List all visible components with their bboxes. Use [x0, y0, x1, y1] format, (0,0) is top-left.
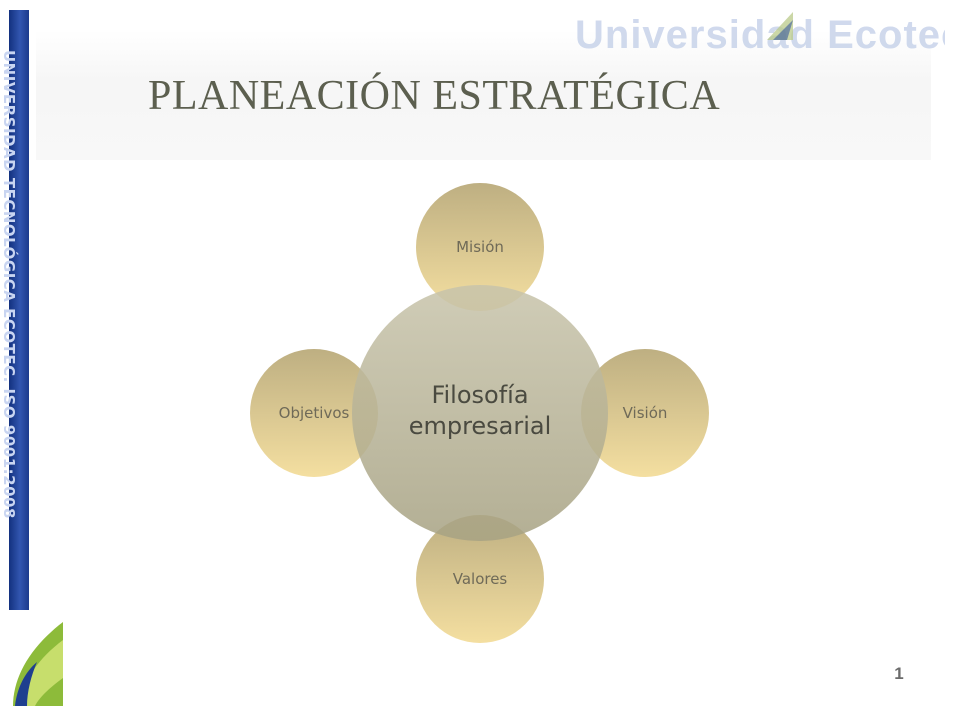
slide-title: PLANEACIÓN ESTRATÉGICA [148, 73, 721, 119]
ecotec-leaf-logo [9, 618, 67, 710]
node-valores-circle [416, 515, 544, 643]
node-objetivos-circle [250, 349, 378, 477]
university-sidebar [9, 10, 29, 610]
watermark-leaf-icon [767, 12, 793, 40]
sidebar-vertical-text: UNIVERSIDAD TECNOLÓGICA ECOTEC. ISO 9001… [0, 50, 18, 519]
node-objetivos-label: Objetivos [278, 404, 350, 422]
header-band [36, 30, 931, 160]
node-valores-label: Valores [452, 570, 508, 588]
university-watermark: Universidad Ecotec [575, 13, 945, 57]
center-circle [352, 285, 608, 541]
node-vision-label: Visión [622, 404, 668, 422]
strategy-diagram [250, 183, 709, 643]
node-mision-circle [416, 183, 544, 311]
node-mision-label: Misión [456, 238, 504, 256]
page-number: 1 [894, 664, 904, 683]
center-label: Filosofía empresarial [408, 381, 552, 440]
node-vision-circle [581, 349, 709, 477]
